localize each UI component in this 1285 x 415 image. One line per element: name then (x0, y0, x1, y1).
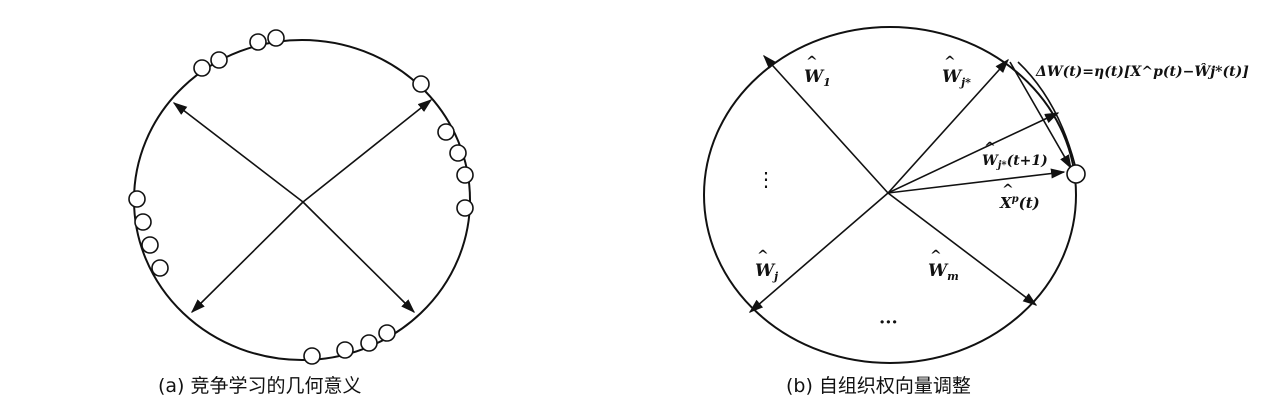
label-xp: Xp(t) (999, 194, 1040, 212)
sample-point (437, 123, 455, 141)
dots-left: ⋮ (756, 167, 776, 191)
vector-w1 (763, 54, 889, 194)
vector-down-right-a (302, 201, 416, 314)
vector-down-left-a (190, 201, 304, 314)
sample-point (360, 334, 378, 352)
label-wj-next: Wj*(t+1) (982, 153, 1048, 171)
sample-point (449, 144, 467, 162)
vector-wj-star (887, 58, 1009, 194)
diagram-b: W1 ^ Wj* ^ Wj ^ Wm ^ Wj*(t+1) ^ Xp(t) ^ … (703, 26, 1249, 397)
hat-wj-star: ^ (944, 54, 956, 70)
vector-xp (887, 168, 1066, 194)
sample-point (141, 236, 159, 254)
vector-labels-b: W1 ^ Wj* ^ Wj ^ Wm ^ Wj*(t+1) ^ Xp(t) ^ … (755, 54, 1249, 333)
sample-point (151, 259, 169, 277)
diagram-a: (a) 竞争学习的几何意义 (128, 29, 474, 397)
hat-w1: ^ (806, 54, 818, 70)
caption-b: (b) 自组织权向量调整 (786, 375, 971, 397)
label-wm: Wm (928, 261, 959, 283)
hat-wj-next: ^ (984, 140, 996, 156)
sample-point (378, 324, 396, 342)
vector-up-left-a (172, 102, 304, 203)
vector-up-right-a (302, 99, 433, 203)
sample-point (267, 29, 285, 47)
sample-point (193, 59, 211, 77)
rotation-arc (1017, 61, 1076, 166)
dots-bottom: ··· (879, 312, 898, 333)
label-wj: Wj (755, 261, 778, 283)
label-wj-star: Wj* (942, 67, 971, 89)
sample-point-xp (1066, 164, 1086, 184)
sample-point (210, 51, 228, 69)
weight-vectors-b (748, 54, 1076, 313)
sample-point (249, 33, 267, 51)
hat-xp: ^ (1002, 182, 1014, 198)
label-w1: W1 (804, 67, 831, 89)
sample-point (456, 199, 474, 217)
sample-point (128, 190, 146, 208)
hat-wm: ^ (930, 248, 942, 264)
unit-circle-b (703, 26, 1077, 364)
vector-wm (887, 192, 1038, 306)
sample-point (303, 347, 321, 365)
sample-point (134, 213, 152, 231)
sample-point (456, 166, 474, 184)
delta-w-formula: ΔW(t)=η(t)[X^p(t)−Ŵj*(t)] (1035, 62, 1249, 80)
weight-vectors-a (172, 99, 433, 314)
vector-wj-next (887, 112, 1060, 194)
sample-point (412, 75, 430, 93)
hat-wj: ^ (757, 248, 769, 264)
delta-w-vector (1009, 61, 1072, 170)
sample-points-a (128, 29, 474, 365)
caption-a: (a) 竞争学习的几何意义 (158, 375, 362, 397)
sample-point (336, 341, 354, 359)
vector-wj (748, 192, 889, 313)
